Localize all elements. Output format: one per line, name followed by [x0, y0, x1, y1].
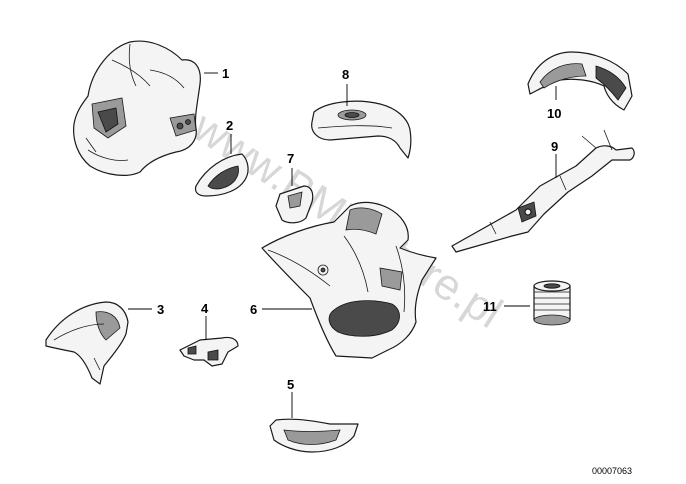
callout-4: 4 [201, 301, 209, 316]
leader-lines [128, 72, 557, 418]
callout-6: 6 [250, 302, 257, 317]
part-3-mudguard[interactable] [45, 301, 129, 385]
callouts: 1 2 3 4 5 6 7 8 9 10 11 [157, 66, 561, 392]
callout-5: 5 [287, 377, 294, 392]
callout-7: 7 [287, 151, 294, 166]
part-9-bracket[interactable] [451, 129, 635, 253]
part-10-rear-piece[interactable] [527, 51, 633, 111]
callout-3: 3 [157, 302, 164, 317]
part-2-cover[interactable] [194, 153, 249, 197]
callout-9: 9 [551, 139, 558, 154]
callout-11: 11 [483, 299, 497, 314]
callout-1: 1 [222, 66, 229, 81]
diagram-reference-number: 00007063 [592, 466, 632, 476]
callout-2: 2 [226, 118, 233, 133]
part-11-filter[interactable] [533, 280, 571, 326]
part-7-panel[interactable] [275, 185, 314, 224]
part-1-front-fairing[interactable] [73, 40, 201, 176]
part-8-tank-cover[interactable] [311, 100, 412, 159]
part-5-belly-pan[interactable] [269, 418, 359, 453]
callout-8: 8 [342, 67, 349, 82]
part-6-side-panel[interactable] [261, 201, 437, 359]
callout-10: 10 [547, 106, 561, 121]
part-4-bracket[interactable] [179, 336, 239, 367]
